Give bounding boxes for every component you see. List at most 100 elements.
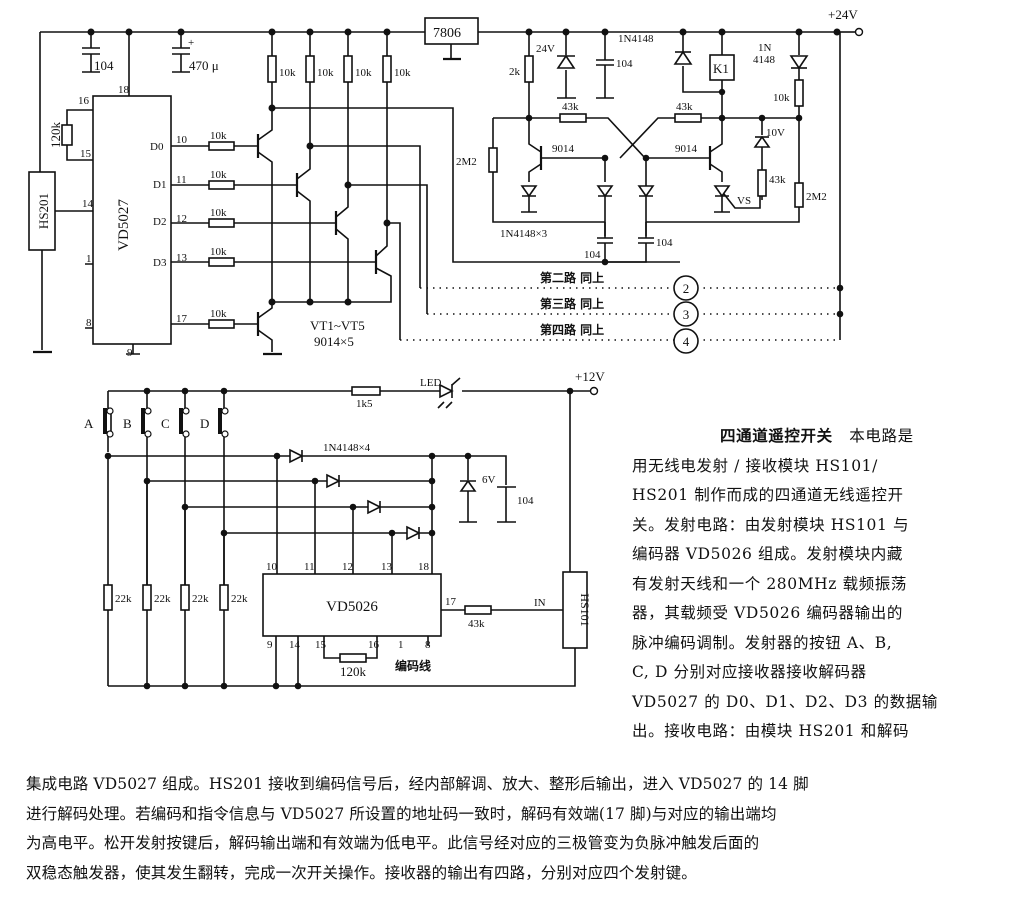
svg-text:9014: 9014 [675, 143, 698, 155]
button-a: A [84, 408, 112, 452]
flip-flop-channel-1: 2k 24V 104 1N4148 K1 1N 4148 10k 43k 43k… [456, 32, 827, 266]
svg-text:43k: 43k [562, 101, 579, 113]
svg-text:18: 18 [118, 84, 130, 96]
svg-text:104: 104 [656, 237, 673, 249]
svg-text:10k: 10k [279, 67, 296, 79]
button-b: B [123, 391, 148, 600]
button-d: D [200, 391, 225, 600]
svg-text:2M2: 2M2 [456, 156, 477, 168]
led: LED [420, 377, 461, 409]
svg-text:9: 9 [267, 639, 273, 651]
svg-text:1N4148: 1N4148 [618, 33, 654, 45]
svg-text:2k: 2k [509, 66, 521, 78]
supply-terminal-24v [854, 27, 864, 37]
svg-text:17: 17 [176, 313, 188, 325]
svg-text:22k: 22k [154, 593, 171, 605]
svg-text:1: 1 [398, 639, 404, 651]
svg-text:10k: 10k [210, 169, 227, 181]
svg-text:10: 10 [266, 561, 278, 573]
svg-text:+: + [188, 37, 194, 49]
svg-text:22k: 22k [115, 593, 132, 605]
receiver-circuit: +24V 104 + 470 μ HS201 VD5027 18 [28, 7, 864, 359]
button-c: C [161, 391, 186, 600]
svg-text:470 μ: 470 μ [189, 58, 219, 73]
svg-text:10k: 10k [210, 207, 227, 219]
description-bottom: 集成电路 VD5027 组成。HS201 接收到编码信号后，经内部解调、放大、整… [26, 775, 809, 882]
transistors-vt1-vt5: VT1~VT5 9014×5 [256, 104, 392, 356]
svg-text:1k5: 1k5 [356, 398, 373, 410]
hs101-module: HS101 [562, 571, 592, 649]
svg-text:9014: 9014 [552, 143, 575, 155]
svg-text:22k: 22k [192, 593, 209, 605]
svg-text:22k: 22k [231, 593, 248, 605]
svg-text:24V: 24V [536, 43, 555, 55]
hs201-module: HS201 [28, 171, 56, 251]
svg-text:10k: 10k [317, 67, 334, 79]
svg-text:10k: 10k [210, 246, 227, 258]
svg-text:11: 11 [176, 174, 187, 186]
svg-text:43k: 43k [468, 618, 485, 630]
svg-text:120k: 120k [340, 664, 367, 679]
svg-text:IN: IN [534, 597, 546, 609]
supply-terminal-12v [589, 386, 599, 396]
svg-text:9: 9 [127, 347, 133, 359]
svg-text:B: B [123, 416, 132, 431]
svg-text:120k: 120k [48, 122, 63, 149]
channel-list: 第二路 同上 第三路 同上 第四路 同上 2 3 4 [540, 270, 699, 354]
svg-text:17: 17 [445, 596, 457, 608]
svg-text:VS: VS [737, 195, 751, 207]
channel-label-2: 第二路 同上 [540, 270, 604, 285]
svg-text:A: A [84, 416, 94, 431]
regulator-7806: 7806 [424, 17, 479, 61]
svg-text:43k: 43k [769, 174, 786, 186]
svg-text:HS101: HS101 [578, 593, 592, 626]
svg-text:13: 13 [381, 561, 393, 573]
svg-text:10V: 10V [766, 127, 785, 139]
svg-text:16: 16 [78, 95, 90, 107]
svg-text:D0: D0 [150, 141, 164, 153]
capacitor-104: 104 [82, 32, 114, 73]
svg-text:LED: LED [420, 377, 441, 389]
supply-label-24v: +24V [828, 7, 858, 22]
svg-text:D3: D3 [153, 257, 167, 269]
svg-text:7806: 7806 [433, 26, 461, 41]
svg-text:10: 10 [176, 134, 188, 146]
svg-text:6V: 6V [482, 474, 496, 486]
description-title: 四通道遥控开关 [720, 427, 833, 445]
svg-text:K1: K1 [713, 61, 729, 76]
channel-num-4: 4 [683, 334, 690, 349]
svg-text:1N4148×3: 1N4148×3 [500, 228, 548, 240]
ic-vd5027: VD5027 18 16 15 14 1 8 9 120k D0 D1 D2 D… [48, 32, 188, 359]
svg-text:104: 104 [584, 249, 601, 261]
ic-vd5026: VD5026 10 11 12 13 18 9 14 15 16 1 8 17 … [262, 456, 457, 686]
svg-text:16: 16 [368, 639, 380, 651]
svg-text:VT1~VT5: VT1~VT5 [310, 318, 365, 333]
channel-label-4: 第四路 同上 [540, 322, 604, 337]
channel-label-3: 第三路 同上 [540, 296, 604, 311]
push-buttons: A B C D [84, 391, 229, 600]
svg-text:104: 104 [94, 58, 114, 73]
svg-text:VD5027: VD5027 [116, 199, 132, 251]
svg-text:104: 104 [517, 495, 534, 507]
svg-text:2M2: 2M2 [806, 191, 827, 203]
channel-num-3: 3 [683, 307, 690, 322]
svg-text:1N: 1N [758, 42, 772, 54]
svg-text:11: 11 [304, 561, 315, 573]
base-resistors: 10k 10k 10k 10k 10k [171, 130, 376, 329]
description-side: 四通道遥控开关 本电路是 用无线电发射 / 接收模块 HS101/ HS201 … [632, 427, 939, 740]
transmitter-circuit: +12V 1k5 LED A B C D 1N4148×4 [84, 369, 605, 690]
svg-text:104: 104 [616, 58, 633, 70]
capacitor-470u: + 470 μ [172, 32, 219, 73]
svg-text:10k: 10k [210, 308, 227, 320]
svg-text:C: C [161, 416, 170, 431]
svg-text:14: 14 [82, 198, 94, 210]
pullup-resistors: 10k 10k 10k 10k [267, 32, 411, 223]
svg-text:1N4148×4: 1N4148×4 [323, 442, 371, 454]
svg-text:4148: 4148 [753, 54, 776, 66]
svg-text:10k: 10k [394, 67, 411, 79]
pulldown-resistors: 22k 22k 22k 22k [103, 456, 248, 686]
svg-text:HS201: HS201 [36, 193, 51, 229]
svg-text:8: 8 [86, 317, 92, 329]
svg-text:10k: 10k [355, 67, 372, 79]
